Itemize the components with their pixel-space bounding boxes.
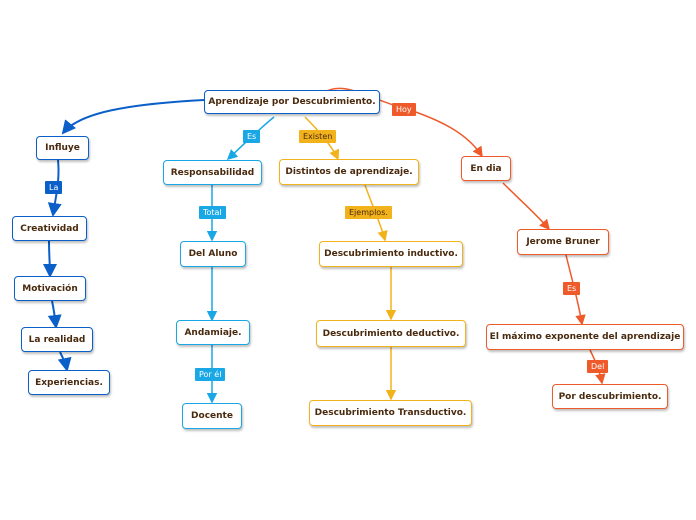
node-por-descubrimiento[interactable]: Por descubrimiento. [552, 384, 668, 409]
edge-label-es: Es [243, 130, 261, 143]
node-deductivo[interactable]: Descubrimiento deductivo. [316, 320, 466, 347]
node-la-realidad[interactable]: La realidad [21, 327, 93, 352]
connector-motivacion-realidad [47, 300, 62, 329]
link-label-del: Del [587, 360, 609, 373]
node-del-aluno[interactable]: Del Aluno [180, 241, 246, 267]
node-experiencias[interactable]: Experiencias. [28, 370, 110, 395]
connector-endia-bruner [502, 182, 550, 231]
link-label-ejemplos: Ejemplos. [345, 206, 392, 219]
node-inductivo[interactable]: Descubrimiento inductivo. [319, 241, 463, 267]
edge-label-hoy: Hoy [392, 103, 416, 116]
node-andamiaje[interactable]: Andamiaje. [176, 320, 250, 345]
node-influye[interactable]: Influye [36, 136, 89, 160]
edge-label-existen: Existen [299, 130, 337, 143]
link-label-total: Total [199, 206, 226, 219]
connector-root-influye [61, 99, 205, 135]
link-label-por-el: Por él [195, 368, 226, 381]
link-label-es-bruner: Es [563, 282, 581, 295]
root-node[interactable]: Aprendizaje por Descubrimiento. [204, 90, 380, 114]
link-label-la: La [45, 181, 63, 194]
node-docente[interactable]: Docente [182, 403, 242, 429]
connector-creatividad-motivacion [42, 240, 57, 278]
node-en-dia[interactable]: En dia [461, 156, 511, 181]
node-transductivo[interactable]: Descubrimiento Transductivo. [309, 400, 472, 426]
connector-realidad-experiencias [57, 351, 72, 372]
node-maximo-exponente[interactable]: El máximo exponente del aprendizaje [486, 324, 684, 350]
node-jerome-bruner[interactable]: Jerome Bruner [517, 229, 609, 255]
node-creatividad[interactable]: Creatividad [12, 216, 87, 241]
node-responsabilidad[interactable]: Responsabilidad [163, 160, 262, 185]
node-distintos[interactable]: Distintos de aprendizaje. [279, 159, 419, 185]
node-motivacion[interactable]: Motivación [14, 276, 86, 301]
